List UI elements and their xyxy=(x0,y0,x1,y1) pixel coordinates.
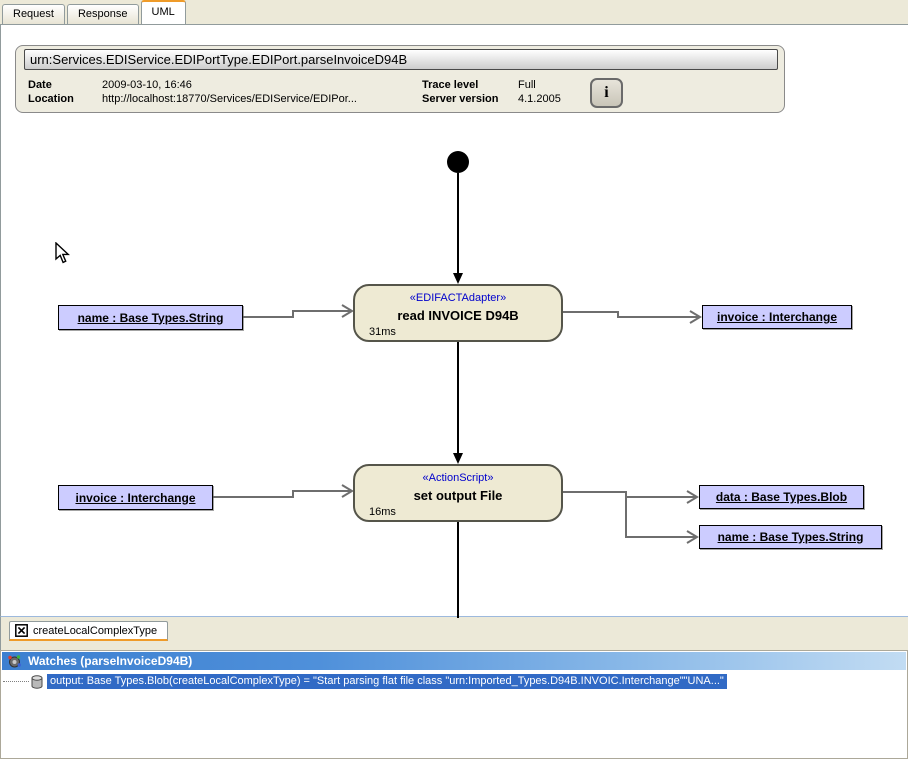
trace-level-value: Full xyxy=(518,79,536,91)
activity-stereotype: «EDIFACTAdapter» xyxy=(409,292,507,304)
tab-uml[interactable]: UML xyxy=(140,0,186,24)
watches-icon xyxy=(8,654,21,667)
bottom-tab-label: createLocalComplexType xyxy=(33,624,158,637)
activity-stereotype: «ActionScript» xyxy=(422,472,494,484)
watches-title: Watches (parseInvoiceD94B) xyxy=(28,654,193,668)
tab-request[interactable]: Request xyxy=(2,4,65,24)
start-node xyxy=(447,151,469,173)
tab-create-local-complex-type[interactable]: createLocalComplexType xyxy=(9,621,169,641)
tree-branch-line xyxy=(3,681,29,682)
server-version-label: Server version xyxy=(422,93,499,105)
activity-set-output-file[interactable]: «ActionScript» set output File 16ms xyxy=(353,464,563,522)
param-invoice-interchange-out[interactable]: invoice : Interchange xyxy=(702,305,852,329)
blob-variable-icon xyxy=(31,674,43,689)
info-button[interactable]: i xyxy=(590,78,623,108)
close-icon[interactable] xyxy=(15,624,28,637)
param-invoice-interchange-in[interactable]: invoice : Interchange xyxy=(58,485,213,510)
trace-level-label: Trace level xyxy=(422,79,479,91)
location-label: Location xyxy=(28,93,74,105)
param-name-string-in[interactable]: name : Base Types.String xyxy=(58,305,243,330)
watches-panel: Watches (parseInvoiceD94B) output: Base … xyxy=(0,650,908,759)
watches-header[interactable]: Watches (parseInvoiceD94B) xyxy=(2,652,906,670)
date-label: Date xyxy=(28,79,52,91)
param-name-string-out[interactable]: name : Base Types.String xyxy=(699,525,882,549)
date-value: 2009-03-10, 16:46 xyxy=(102,79,192,91)
tab-response[interactable]: Response xyxy=(66,4,139,24)
activity-read-invoice[interactable]: «EDIFACTAdapter» read INVOICE D94B 31ms xyxy=(353,284,563,342)
uml-diagram-panel: urn:Services.EDIService.EDIPortType.EDIP… xyxy=(0,24,908,618)
top-tab-bar: Request Response UML xyxy=(0,0,908,24)
watch-item-text[interactable]: output: Base Types.Blob(createLocalCompl… xyxy=(47,674,727,689)
activity-name: set output File xyxy=(413,488,503,503)
activity-duration: 31ms xyxy=(369,326,396,338)
activity-name: read INVOICE D94B xyxy=(397,308,519,323)
watch-item-row[interactable]: output: Base Types.Blob(createLocalCompl… xyxy=(3,673,727,690)
server-version-value: 4.1.2005 xyxy=(518,93,561,105)
bottom-tab-strip: createLocalComplexType xyxy=(0,617,908,650)
location-value: http://localhost:18770/Services/EDIServi… xyxy=(102,93,357,105)
activity-duration: 16ms xyxy=(369,506,396,518)
param-data-blob-out[interactable]: data : Base Types.Blob xyxy=(699,485,864,509)
service-title: urn:Services.EDIService.EDIPortType.EDIP… xyxy=(24,49,778,70)
trace-info-box: urn:Services.EDIService.EDIPortType.EDIP… xyxy=(15,45,785,113)
